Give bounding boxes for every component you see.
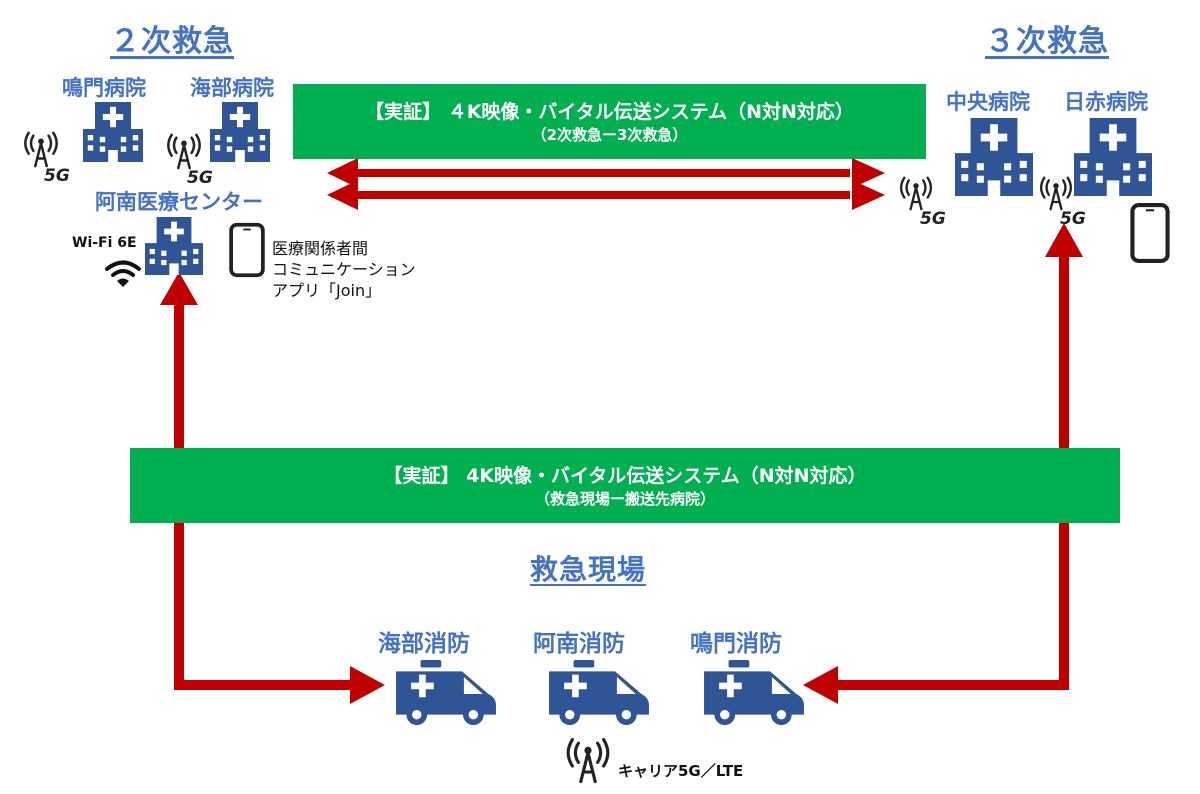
wifi-icon xyxy=(105,260,141,288)
banner-scene-link-title: 【実証】 4K映像・バイタル伝送システム（N対N対応） xyxy=(383,464,867,487)
banner-tier-link-subtitle: （2次救急ー3次救急） xyxy=(531,125,688,144)
fiveg-label: 5G xyxy=(920,209,946,229)
banner-tier-link-title: 【実証】 ４K映像・バイタル伝送システム（N対N対応） xyxy=(365,100,854,123)
antenna-5g-icon xyxy=(1039,176,1073,211)
hospital-name-anan: 阿南医療センター xyxy=(95,190,263,214)
hospital-icon-naruto xyxy=(83,102,143,162)
hospital-icon-anan xyxy=(145,217,203,275)
hospital-name-kaifu: 海部病院 xyxy=(190,76,274,100)
wifi-label: Wi-Fi 6E xyxy=(72,235,137,251)
app-note-line1: 医療関係者間 xyxy=(272,239,369,258)
antenna-5g-icon xyxy=(167,133,201,170)
tier-tertiary-title: ３次救急 xyxy=(985,24,1109,59)
tier-secondary-title: ２次救急 xyxy=(110,24,234,59)
arrow-tier-link-lower xyxy=(327,180,885,210)
hospital-name-naruto: 鳴門病院 xyxy=(62,76,146,100)
ambulance-icon-anan xyxy=(549,660,649,726)
smartphone-icon xyxy=(229,222,265,278)
fiveg-label: 5G xyxy=(1060,209,1086,229)
fiveg-label: 5G xyxy=(187,168,213,188)
fiveg-label: 5G xyxy=(44,166,70,186)
hospital-name-nisseki: 日赤病院 xyxy=(1064,90,1148,114)
tier-scene-title: 救急現場 xyxy=(530,553,647,586)
cell-tower-icon xyxy=(566,737,610,784)
ambulance-icon-kaifu xyxy=(396,660,496,726)
app-note: 医療関係者間 コミュニケーション アプリ「Join」 xyxy=(272,238,416,301)
hospital-name-chuo: 中央病院 xyxy=(946,90,1030,114)
fire-dept-name-naruto: 鳴門消防 xyxy=(690,631,782,657)
carrier-label: キャリア5G／LTE xyxy=(618,762,744,780)
arrow-tier-link-upper xyxy=(327,158,885,188)
fire-dept-name-anan: 阿南消防 xyxy=(533,631,625,657)
app-note-line2: コミュニケーション xyxy=(272,260,416,279)
banner-tier-link: 【実証】 ４K映像・バイタル伝送システム（N対N対応） （2次救急ー3次救急） xyxy=(293,84,926,159)
banner-scene-link: 【実証】 4K映像・バイタル伝送システム（N対N対応） （救急現場ー搬送先病院） xyxy=(130,448,1120,523)
hospital-icon-kaifu xyxy=(210,102,270,162)
fire-dept-name-kaifu: 海部消防 xyxy=(378,631,470,657)
hospital-icon-chuo xyxy=(955,118,1033,196)
antenna-5g-icon xyxy=(899,176,933,211)
ambulance-icon-naruto xyxy=(704,660,804,726)
smartphone-icon xyxy=(1132,205,1167,261)
antenna-5g-icon xyxy=(24,131,58,168)
banner-scene-link-subtitle: （救急現場ー搬送先病院） xyxy=(534,489,715,508)
hospital-icon-nisseki xyxy=(1074,118,1152,196)
app-note-line3: アプリ「Join」 xyxy=(272,281,382,300)
